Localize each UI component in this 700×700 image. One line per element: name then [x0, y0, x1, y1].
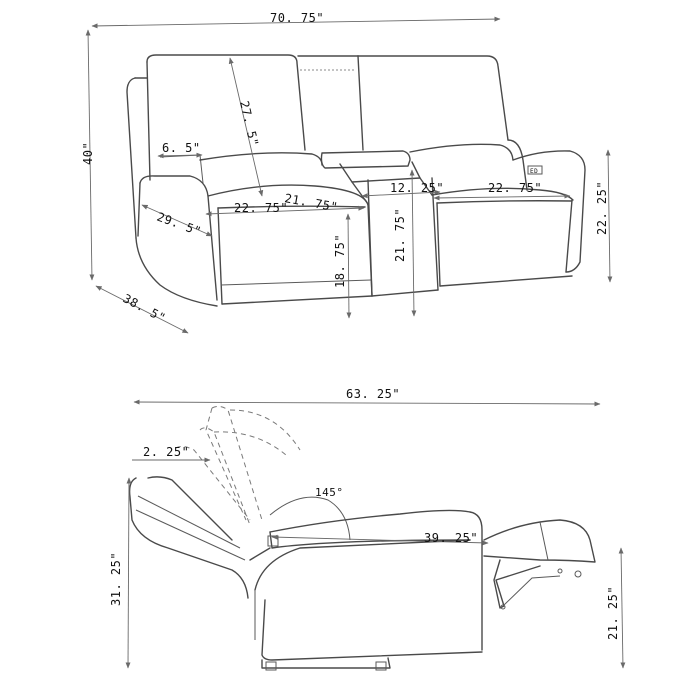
back-height-side-line: [125, 477, 132, 669]
arm-depth-label: 29. 5": [155, 210, 203, 239]
recline-angle-label: 145°: [315, 486, 344, 499]
footrest-height-line: [618, 547, 626, 669]
wall-clearance-label: 2. 25": [143, 445, 189, 459]
overall-depth-label: 38. 5": [121, 291, 169, 325]
seat-height-label: 18. 75": [333, 234, 347, 288]
console-width-label: 12. 25": [390, 181, 444, 195]
seat-width-left-line: [205, 205, 365, 217]
console-width-line: [361, 189, 441, 199]
arm-depth-line: [141, 204, 213, 237]
arm-width-line: [157, 152, 203, 159]
seat-width-right-line: [433, 193, 571, 201]
seat-to-footrest-label: 39. 25": [424, 531, 478, 545]
overall-width-line: [91, 16, 501, 29]
reclined-length-line: [133, 399, 601, 407]
console-height-line: [409, 169, 417, 317]
back-height-side-label: 31. 25": [109, 552, 123, 606]
back-height-line: [228, 57, 264, 197]
reclined-length-label: 63. 25": [346, 387, 400, 401]
console-height-label: 21. 75": [393, 208, 407, 262]
seat-to-footrest-line: [271, 534, 489, 546]
usb-port-label: ED: [530, 168, 538, 175]
side-dimensions: 63. 25" 2. 25" 145° 39. 25" 31. 25" 21. …: [109, 387, 626, 669]
overall-height-line: [85, 29, 95, 281]
overall-width-label: 70. 75": [270, 11, 324, 25]
seat-height-line: [345, 213, 352, 319]
seat-width-left-label: 22. 75": [234, 201, 288, 215]
recliner-side-drawing: [128, 405, 596, 671]
front-dimensions: 70. 75" 40" 38. 5" 27. 5" 6. 5" 29. 5" 2…: [81, 11, 613, 334]
arm-width-label: 6. 5": [162, 141, 201, 155]
overall-height-label: 40": [81, 142, 95, 165]
arm-height-label: 22. 25": [595, 181, 609, 235]
footrest-height-label: 21. 25": [606, 586, 620, 640]
overall-depth-line: [95, 285, 189, 334]
seat-width-right-label: 22. 75": [488, 181, 542, 195]
back-height-label: 27. 5": [237, 100, 261, 148]
arm-height-line: [605, 149, 613, 283]
